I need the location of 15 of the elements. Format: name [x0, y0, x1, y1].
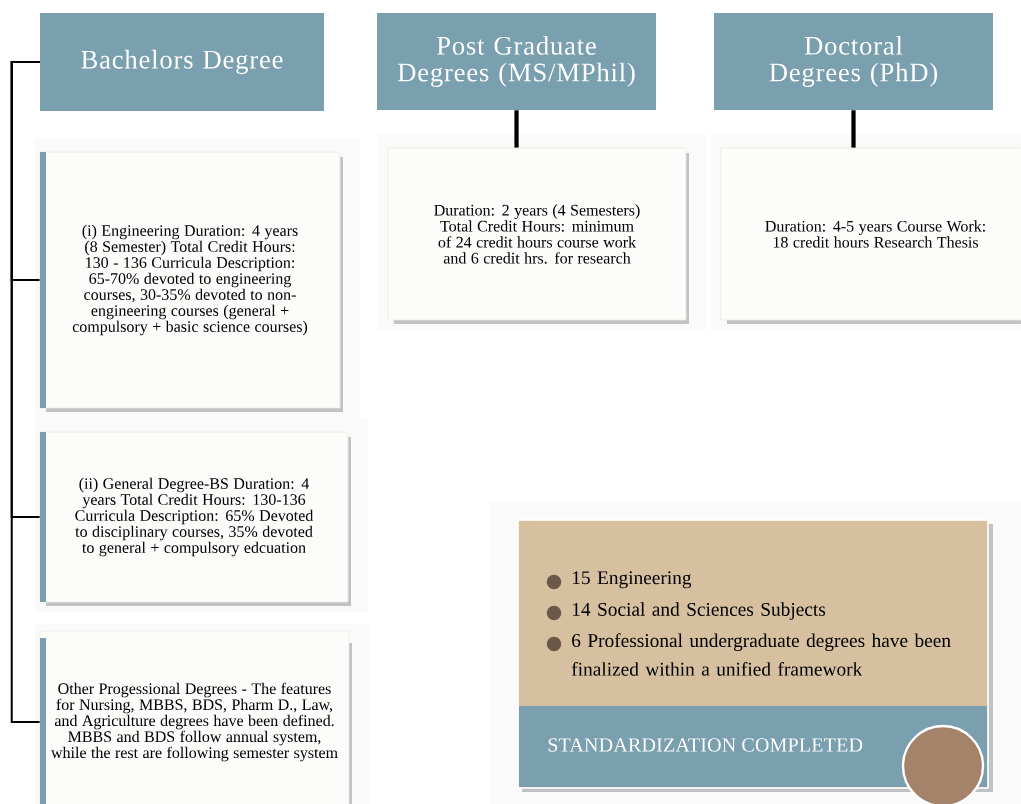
heading-box: Bachelors Degree	[40, 13, 324, 111]
heading-box: Doctoral Degrees (PhD)	[714, 13, 993, 110]
connector-line	[10, 61, 41, 723]
bullet-item: 15 Engineering	[546, 571, 692, 590]
bullet-item: 14 Social and Sciences Subjects	[546, 602, 826, 621]
info-card: (ii) General Degree-BS Duration: 4 years Total Credit Hours: 130-136 Curricula Description: 65% Devoted to disciplinary courses, 35% devoted to general + compulsory edcuation	[35, 418, 368, 612]
bullet-item: 6 Professional undergraduate degrees have been finalized within a unified framework	[546, 633, 951, 676]
heading-box: Post Graduate Degrees (MS/MPhil)	[377, 13, 656, 110]
info-card: Other Progessional Degrees - The features for Nursing, MBBS, BDS, Pharm D., Law, and Agriculture degrees have been defined. MBBS and BDS follow annual system, while the rest are following semester system	[35, 624, 369, 804]
connector-line	[851, 110, 856, 148]
connector-line	[514, 110, 519, 148]
banner-text: STANDARDIZATION COMPLETED	[548, 738, 863, 752]
info-card: Duration: 2 years (4 Semesters) Total Credit Hours: minimum of 24 credit hours course work and 6 credit hrs. for research	[378, 134, 706, 330]
info-card: Duration: 4-5 years Course Work: 18 credit hours Research Thesis	[711, 134, 1021, 330]
info-card: (i) Engineering Duration: 4 years (8 Semester) Total Credit Hours: 130 - 136 Curricula Description: 65-70% devoted to engineering courses, 30-35% devoted to non-engineering courses (general + compulsory + basic science courses)	[35, 138, 360, 418]
